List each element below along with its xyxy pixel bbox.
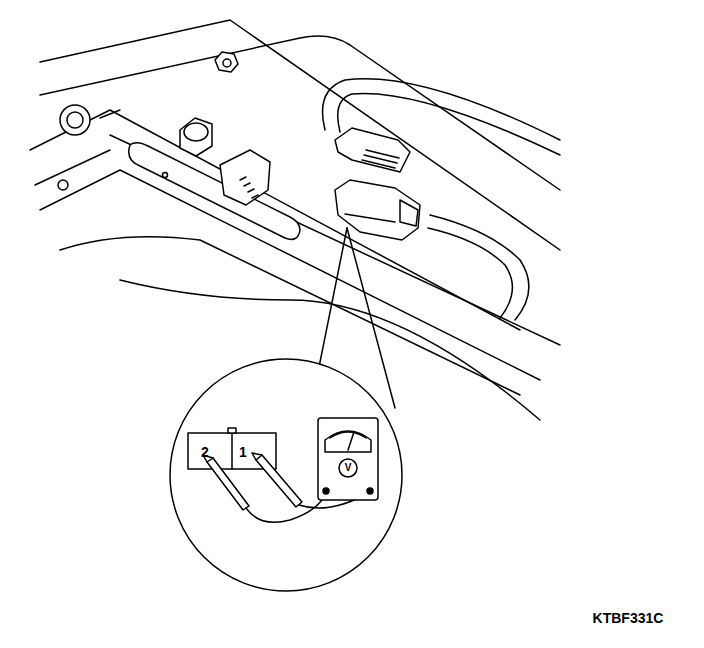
pin-number: 1 xyxy=(239,445,247,459)
figure-code: KTBF331C xyxy=(593,611,664,625)
meter-unit: V xyxy=(345,463,352,473)
pin-number: 2 xyxy=(201,445,209,459)
